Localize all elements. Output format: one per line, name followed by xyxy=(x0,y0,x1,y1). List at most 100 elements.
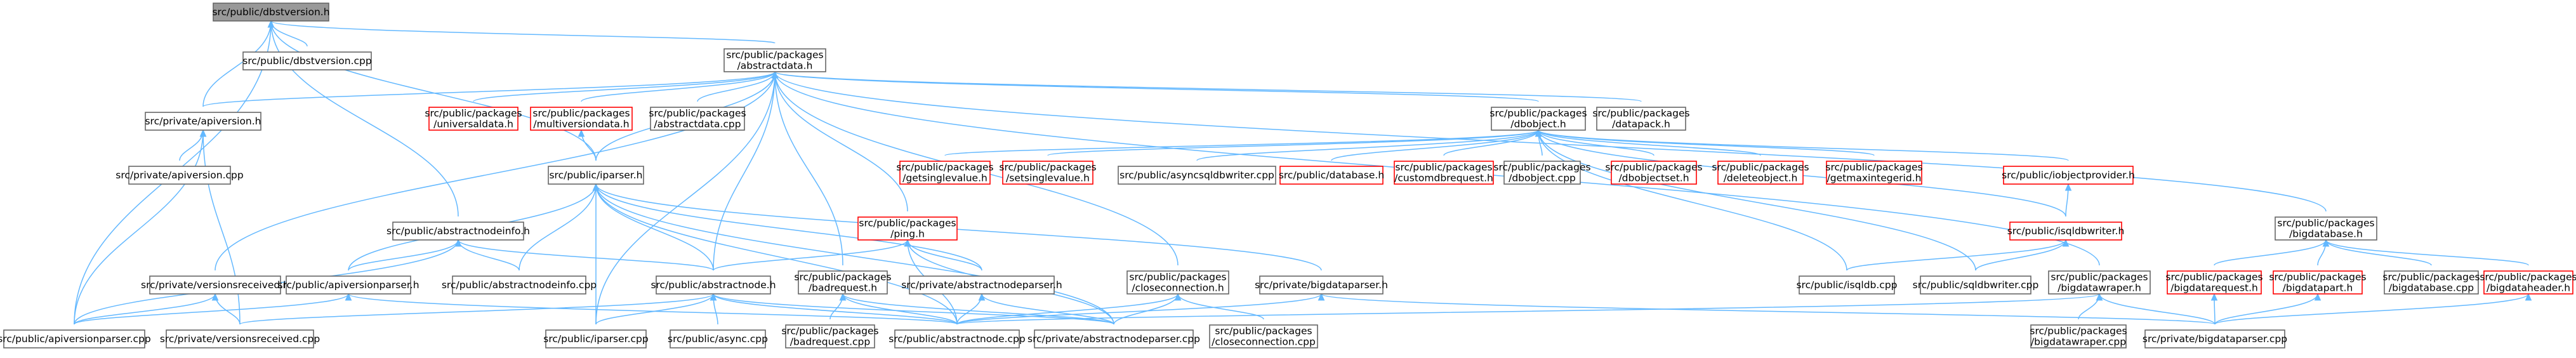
node-bigdataheader-h[interactable]: src/public/packages/bigdataheader.h xyxy=(2480,270,2576,295)
node-closeconnection-h[interactable]: src/public/packages/closeconnection.h xyxy=(1126,270,1229,295)
node-label: src/public/dbstversion.cpp xyxy=(242,55,371,67)
node-label: src/public/packages xyxy=(532,108,630,119)
node-getmaxintegerid-h[interactable]: src/public/packages/getmaxintegerid.h xyxy=(1825,161,1923,185)
dependency-edge xyxy=(2214,293,2529,325)
node-bigdatarequest-h[interactable]: src/public/packages/bigdatarequest.h xyxy=(2165,270,2263,295)
node-label: src/public/packages xyxy=(1592,108,1689,119)
dependency-edge xyxy=(519,183,597,271)
node-isqldbwriter-h[interactable]: src/public/isqldbwriter.h xyxy=(2007,222,2125,241)
edge-arrowhead xyxy=(2210,293,2218,301)
dependency-edge xyxy=(595,183,958,325)
node-dbobject-h[interactable]: src/public/packages/dbobject.h xyxy=(1489,107,1587,131)
node-label: src/public/packages xyxy=(781,326,878,337)
dependency-edge xyxy=(1538,129,1976,271)
dependency-edge xyxy=(215,71,776,271)
node-label: src/public/asyncsqldbwriter.cpp xyxy=(1120,169,1274,181)
edge-arrowhead xyxy=(978,293,986,301)
node-box xyxy=(1799,275,1895,295)
node-iparser-cpp[interactable]: src/public/iparser.cpp xyxy=(543,329,649,348)
node-label: /ping.h xyxy=(890,229,925,240)
dependency-edge xyxy=(74,293,349,325)
node-badrequest-h[interactable]: src/public/packages/badrequest.h xyxy=(794,270,892,295)
node-box xyxy=(128,166,231,185)
node-apiversion-cpp[interactable]: src/private/apiversion.cpp xyxy=(116,166,244,185)
node-bigdatapart-h[interactable]: src/public/packages/bigdatapart.h xyxy=(2269,270,2367,295)
node-database-h[interactable]: src/public/database.h xyxy=(1279,166,1384,185)
node-root[interactable]: src/public/dbstversion.h xyxy=(212,3,330,22)
node-label: src/public/iparser.cpp xyxy=(543,333,648,345)
node-label: src/public/packages xyxy=(2165,272,2262,283)
node-label: src/private/abstractnodeparser.h xyxy=(901,279,1062,291)
node-customdbrequest-h[interactable]: src/public/packages/customdbrequest.h xyxy=(1394,161,1494,185)
node-versionsreceived-cpp[interactable]: src/private/versionsreceived.cpp xyxy=(160,329,320,348)
node-bigdatawraper-h[interactable]: src/public/packages/bigdatawraper.h xyxy=(2048,270,2151,295)
nodes-layer: src/public/dbstversion.h src/public/dbstv… xyxy=(0,3,2576,348)
node-getsinglevalue-h[interactable]: src/public/packages/getsinglevalue.h xyxy=(896,161,994,185)
node-label: src/public/async.cpp xyxy=(668,333,768,345)
node-label: /bigdatabase.h xyxy=(2289,229,2363,240)
node-multiversiondata-h[interactable]: src/public/packages/multiversiondata.h xyxy=(530,107,633,131)
node-abstractnodeparser-cpp[interactable]: src/private/abstractnodeparser.cpp xyxy=(1027,329,1200,348)
edge-arrowhead xyxy=(454,239,462,247)
node-iparser-h[interactable]: src/public/iparser.h xyxy=(548,166,644,185)
node-dbstversion-cpp[interactable]: src/public/dbstversion.cpp xyxy=(242,51,372,70)
node-label: src/public/packages xyxy=(999,162,1096,173)
node-apiversionparser-h[interactable]: src/public/apiversionparser.h xyxy=(277,275,419,295)
dependency-edge xyxy=(581,71,776,102)
node-label: /closeconnection.h xyxy=(1132,282,1224,294)
dependency-edge xyxy=(1321,293,2216,325)
node-label: /closeconnection.cpp xyxy=(1212,336,1316,348)
node-bigdatawraper-cpp[interactable]: src/public/packages/bigdatawraper.cpp xyxy=(2030,324,2127,348)
node-box xyxy=(1279,166,1384,185)
node-box xyxy=(1491,107,1586,131)
node-box xyxy=(2009,222,2122,241)
node-box xyxy=(2273,270,2363,295)
node-label: /bigdatawraper.cpp xyxy=(2031,336,2126,348)
node-datapack-h[interactable]: src/public/packages/datapack.h xyxy=(1592,107,1690,131)
dependency-edge xyxy=(774,71,2327,212)
node-bigdataparser-h[interactable]: src/private/bigdataparser.h xyxy=(1255,275,1388,295)
edge-arrowhead xyxy=(211,293,219,301)
node-abstractnodeinfo-cpp[interactable]: src/public/abstractnodeinfo.cpp xyxy=(442,275,597,295)
edge-arrowhead xyxy=(267,20,275,28)
node-isqldb-cpp[interactable]: src/public/isqldb.cpp xyxy=(1796,275,1898,295)
node-box xyxy=(1717,161,1804,185)
node-sqldbwriter-cpp[interactable]: src/public/sqldbwriter.cpp xyxy=(1913,275,2039,295)
node-bigdatabase-cpp[interactable]: src/public/packages/bigdatabase.cpp xyxy=(2382,270,2480,295)
node-setsinglevalue-h[interactable]: src/public/packages/setsinglevalue.h xyxy=(999,161,1097,185)
node-universaldata-h[interactable]: src/public/packages/universaldata.h xyxy=(425,107,522,131)
node-abstractnode-h[interactable]: src/public/abstractnode.h xyxy=(651,275,776,295)
edge-arrowhead xyxy=(710,293,717,301)
node-iobjectprovider-h[interactable]: src/public/iobjectprovider.h xyxy=(2002,166,2135,185)
node-abstractdata-h[interactable]: src/public/packages/abstractdata.h xyxy=(723,48,826,72)
node-abstractnodeparser-h[interactable]: src/private/abstractnodeparser.h xyxy=(901,275,1062,295)
node-abstractdata-cpp[interactable]: src/public/packages/abstractdata.cpp xyxy=(649,107,746,131)
node-bigdatabase-h[interactable]: src/public/packages/bigdatabase.h xyxy=(2275,216,2377,241)
node-asyncsqldbwriter-cpp[interactable]: src/public/asyncsqldbwriter.cpp xyxy=(1118,166,1276,185)
node-label: /customdbrequest.h xyxy=(1394,173,1493,184)
node-dbobjectset-h[interactable]: src/public/packages/dbobjectset.h xyxy=(1605,161,1703,185)
node-label: /multiversiondata.h xyxy=(533,119,629,130)
node-label: /dbobject.h xyxy=(1510,119,1566,130)
node-apiversion-h[interactable]: src/private/apiversion.h xyxy=(145,112,261,131)
node-bigdataparser-cpp[interactable]: src/private/bigdataparser.cpp xyxy=(2143,329,2287,348)
node-ping-h[interactable]: src/public/packages/ping.h xyxy=(857,216,958,241)
node-badrequest-cpp[interactable]: src/public/packages/badrequest.cpp xyxy=(781,324,879,348)
dependency-edge xyxy=(713,71,776,271)
node-versionsreceived-h[interactable]: src/private/versionsreceived.h xyxy=(141,275,289,295)
node-label: src/private/versionsreceived.h xyxy=(141,279,289,291)
node-abstractnodeinfo-h[interactable]: src/public/abstractnodeinfo.h xyxy=(386,222,530,241)
node-apiversionparser-cpp[interactable]: src/public/apiversionparser.cpp xyxy=(0,329,151,348)
dependency-edge xyxy=(774,71,1539,102)
node-label: /abstractdata.h xyxy=(737,60,813,72)
dependency-edge xyxy=(1443,129,1539,156)
node-dbobject-cpp[interactable]: src/public/packages/dbobject.cpp xyxy=(1493,161,1591,185)
node-closeconnection-cpp[interactable]: src/public/packages/closeconnection.cpp xyxy=(1209,324,1318,348)
dependency-edge xyxy=(595,71,776,325)
node-box xyxy=(213,3,329,22)
node-deleteobject-h[interactable]: src/public/packages/deleteobject.h xyxy=(1712,161,1809,185)
node-abstractnode-cpp[interactable]: src/public/abstractnode.cpp xyxy=(888,329,1026,348)
node-async-cpp[interactable]: src/public/async.cpp xyxy=(668,329,768,348)
edge-arrowhead xyxy=(1535,129,1542,137)
dependency-edge xyxy=(907,239,982,271)
